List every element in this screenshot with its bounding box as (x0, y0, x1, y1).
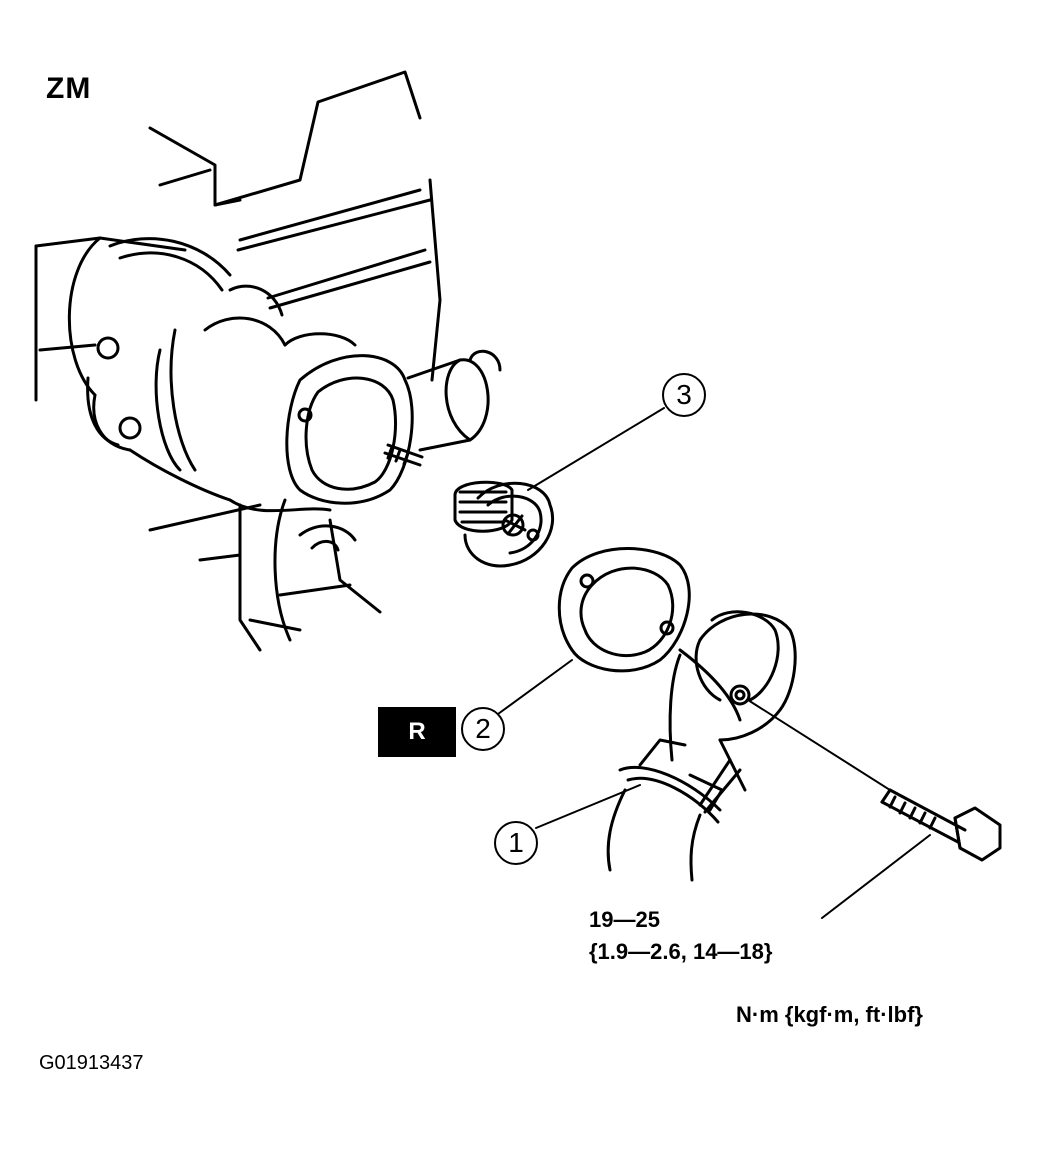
torque-spec-nm: 19—25 (589, 907, 660, 932)
gasket-illustration (557, 547, 691, 673)
callout-hose-clamp: 1 (494, 821, 538, 865)
thermostat-cover-illustration (606, 610, 797, 882)
bolt-illustration (880, 788, 1002, 862)
thermostat-illustration (453, 480, 555, 568)
engine-block-illustration (34, 70, 502, 652)
leader-lines (497, 407, 931, 919)
torque-units-legend: N·m {kgf·m, ft·lbf} (736, 1002, 923, 1027)
callout-number: 3 (676, 379, 692, 410)
figure-id: G01913437 (39, 1052, 144, 1074)
callout-gasket: 2 (461, 707, 505, 751)
callout-number: 1 (508, 827, 524, 858)
callout-number: 2 (475, 713, 491, 744)
callout-thermostat: 3 (662, 373, 706, 417)
replace-badge-label: R (408, 718, 426, 745)
engine-code-label: ZM (46, 72, 92, 105)
torque-spec-alt-units: {1.9—2.6, 14—18} (589, 939, 773, 964)
replace-part-badge: R (378, 707, 456, 757)
